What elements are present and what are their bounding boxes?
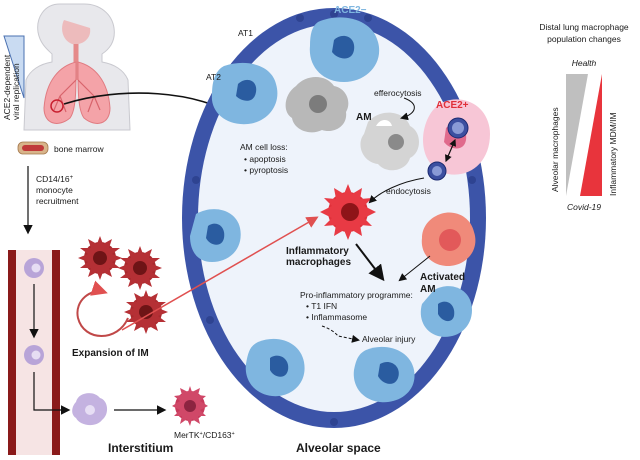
am-label: AM <box>356 112 372 123</box>
am-cell-loss: AM cell loss: • apoptosis • pyroptosis <box>240 142 290 175</box>
efferocytosing-macrophage <box>360 112 419 171</box>
efferocytosis-label: efferocytosis <box>374 88 422 98</box>
mertk-cd163-label: MerTK+/CD163+ <box>174 430 235 440</box>
ace2-plus-label: ACE2+ <box>436 100 469 111</box>
ace2-negative-cell <box>309 17 380 83</box>
monocyte-cell <box>24 258 44 278</box>
health-label: Health <box>572 58 597 68</box>
mertk-macrophage <box>172 386 208 426</box>
alveolar-macrophage <box>285 77 349 133</box>
at2-label: AT2 <box>206 72 221 82</box>
at2-cell <box>353 346 415 403</box>
at2-cell <box>245 338 305 397</box>
human-lungs-illustration <box>23 3 131 131</box>
inflammatory-mdm-wedge <box>580 74 602 196</box>
programme-label: Pro-inflammatory programme: • T1 IFN • I… <box>300 290 415 322</box>
alveolar-macrophage-wedge <box>566 74 588 196</box>
alveolar-macrophages-axis: Alveolar macrophages <box>550 107 560 192</box>
inflammatory-mdm-axis: Inflammatory MDM/IM <box>608 112 618 196</box>
endocytosis-arrow <box>368 177 425 204</box>
viral-replication-label: ACE2-dependentviral replication <box>2 54 21 120</box>
interstitium-label: Interstitium <box>108 441 173 455</box>
expansion-cycle-arrow <box>76 280 129 337</box>
alveolar-injury-label: Alveolar injury <box>362 334 416 344</box>
inflammatory-macrophage <box>320 184 376 240</box>
at2-cell <box>211 62 278 125</box>
at1-label: AT1 <box>238 28 253 38</box>
viral-replication-gradient <box>3 35 25 99</box>
virus-particle <box>427 161 447 181</box>
efferocytosis-arrow <box>400 97 415 121</box>
interstitial-monocyte <box>72 393 108 426</box>
virus-particle <box>447 117 469 139</box>
ace2-minus-label: ACE2− <box>334 5 367 16</box>
extravasation-arrow <box>33 372 71 415</box>
virus-exchange-arrow <box>445 138 456 163</box>
at2-cell <box>190 209 241 262</box>
alveolar-space-label: Alveolar space <box>296 441 381 455</box>
activated-alveolar-macrophage <box>421 212 476 266</box>
activation-arrow <box>398 255 431 282</box>
macrophage-migration-arrow <box>121 216 319 331</box>
bone-marrow-icon <box>17 141 49 155</box>
endocytosis-label: endocytosis <box>386 186 431 196</box>
expanding-macrophage-cluster <box>78 236 168 334</box>
at2-cell <box>420 286 472 337</box>
monocyte-cell <box>24 345 44 365</box>
covid-label: Covid-19 <box>567 202 601 212</box>
monocyte-recruitment-label: CD14/16+ monocyte recruitment <box>36 171 79 206</box>
bone-marrow-label: bone marrow <box>54 144 104 154</box>
inflammatory-to-programme-arrow <box>355 243 385 282</box>
expansion-im-label: Expansion of IM <box>72 348 149 359</box>
